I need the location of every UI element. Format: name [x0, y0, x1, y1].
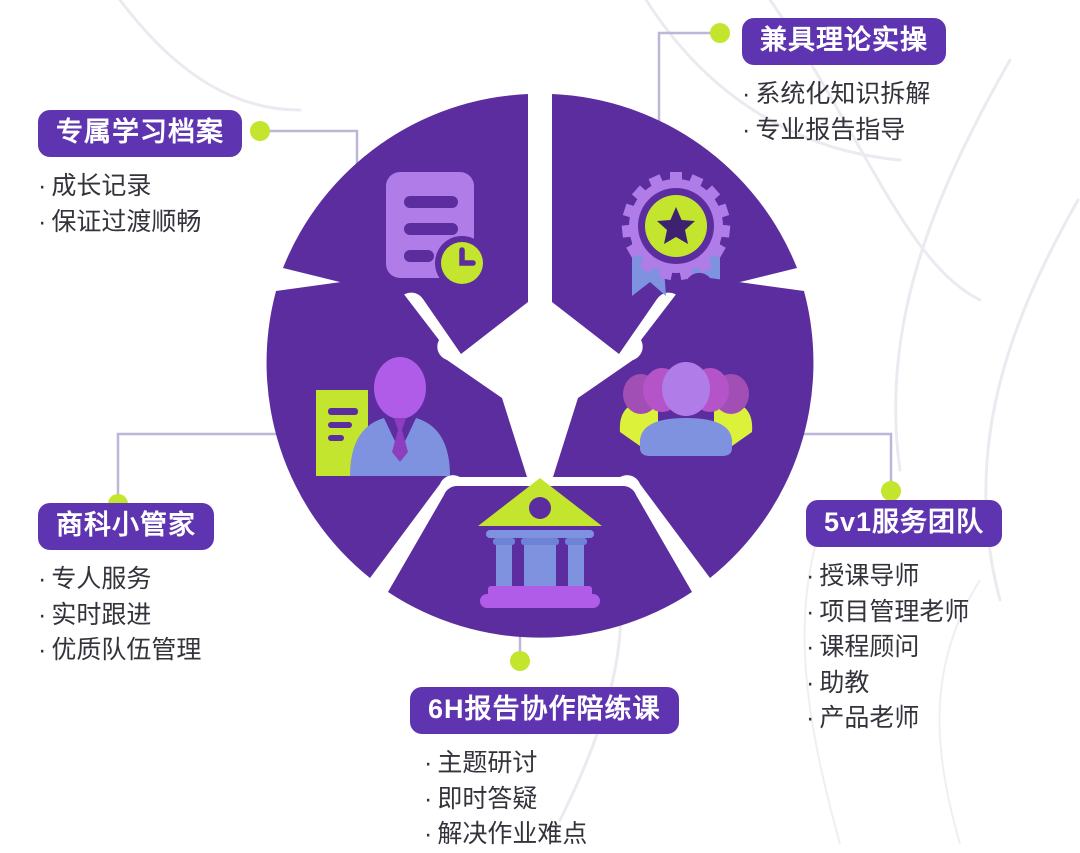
bullet-item: ·实时跟进 — [38, 598, 253, 634]
callout-right: 5v1服务团队 ·授课导师 ·项目管理老师 ·课程顾问 ·助教 ·产品老师 — [806, 500, 1003, 737]
bullet-text: 项目管理老师 — [819, 597, 970, 626]
document-clock-icon — [386, 172, 489, 290]
bullet-text: 实时跟进 — [51, 600, 152, 629]
connector-dot-right — [881, 481, 901, 501]
bullet-text: 课程顾问 — [819, 633, 920, 661]
award-badge-icon — [621, 172, 731, 296]
bullet-item: ·即时答疑 — [424, 782, 679, 818]
bullet-mark: · — [424, 820, 433, 848]
callout-bullets-right: ·授课导师 ·项目管理老师 ·课程顾问 ·助教 ·产品老师 — [806, 559, 1002, 737]
callout-bottom: 6H报告协作陪练课 ·主题研讨 ·即时答疑 ·解决作业难点 — [410, 687, 679, 853]
bullet-item: ·成长记录 — [38, 169, 253, 205]
bullet-item: ·专人服务 — [38, 562, 253, 598]
bullet-text: 成长记录 — [51, 172, 152, 200]
wheel-segment-top-left[interactable] — [283, 94, 528, 354]
bullet-item: ·优质队伍管理 — [38, 633, 253, 669]
callout-bullets-top-right: ·系统化知识拆解 ·专业报告指导 — [742, 77, 946, 148]
bullet-mark: · — [424, 749, 433, 777]
connector-dot-bottom — [510, 651, 530, 671]
bullet-mark: · — [806, 562, 815, 590]
bullet-mark: · — [742, 115, 751, 144]
bullet-text: 即时答疑 — [437, 784, 538, 813]
bullet-mark: · — [38, 172, 47, 200]
callout-top-left: 专属学习档案 ·成长记录 ·保证过渡顺畅 — [38, 110, 253, 240]
callout-bullets-bottom: ·主题研讨 ·即时答疑 ·解决作业难点 — [424, 746, 679, 853]
bullet-item: ·解决作业难点 — [424, 817, 679, 853]
bullet-text: 授课导师 — [819, 562, 920, 590]
callout-bullets-top-left: ·成长记录 ·保证过渡顺畅 — [38, 169, 253, 240]
wheel-segment-left[interactable] — [266, 272, 527, 578]
bullet-mark: · — [806, 704, 815, 732]
connector-dot-top-right — [710, 23, 730, 43]
bullet-item: ·产品老师 — [806, 701, 1002, 737]
bullet-item: ·主题研讨 — [424, 746, 679, 782]
callout-title-top-right[interactable]: 兼具理论实操 — [742, 18, 946, 65]
bullet-item: ·课程顾问 — [806, 630, 1002, 666]
bullet-item: ·系统化知识拆解 — [742, 77, 946, 113]
bullet-text: 专人服务 — [51, 565, 152, 593]
bullet-text: 系统化知识拆解 — [755, 80, 931, 108]
bullet-item: ·助教 — [806, 666, 1002, 702]
bullet-mark: · — [38, 565, 47, 593]
bullet-mark: · — [38, 600, 47, 629]
bullet-text: 保证过渡顺畅 — [51, 207, 202, 236]
bullet-mark: · — [424, 784, 433, 813]
user-group-icon — [619, 362, 753, 456]
bullet-text: 助教 — [819, 668, 870, 697]
bullet-mark: · — [38, 636, 47, 664]
wheel-segment-top-right[interactable] — [552, 94, 797, 354]
bullet-mark: · — [38, 207, 47, 236]
bullet-item: ·授课导师 — [806, 559, 1002, 595]
bullet-mark: · — [806, 597, 815, 626]
bullet-text: 解决作业难点 — [437, 820, 588, 848]
bullet-mark: · — [806, 668, 815, 697]
bullet-text: 优质队伍管理 — [51, 636, 202, 664]
callout-left: 商科小管家 ·专人服务 ·实时跟进 ·优质队伍管理 — [38, 503, 253, 669]
bullet-mark: · — [742, 80, 751, 108]
radial-wheel — [266, 94, 814, 638]
callout-title-left[interactable]: 商科小管家 — [38, 503, 214, 550]
callout-title-right[interactable]: 5v1服务团队 — [806, 500, 1003, 547]
bullet-text: 专业报告指导 — [755, 115, 906, 144]
bullet-mark: · — [806, 633, 815, 661]
callout-top-right: 兼具理论实操 ·系统化知识拆解 ·专业报告指导 — [742, 18, 946, 148]
bullet-text: 主题研讨 — [437, 749, 538, 777]
callout-bullets-left: ·专人服务 ·实时跟进 ·优质队伍管理 — [38, 562, 253, 669]
wheel-segment-right[interactable] — [553, 272, 814, 578]
bullet-item: ·专业报告指导 — [742, 113, 946, 149]
business-person-icon — [316, 357, 450, 476]
bullet-item: ·项目管理老师 — [806, 595, 1002, 631]
bullet-text: 产品老师 — [819, 704, 920, 732]
wheel-segment-bottom[interactable] — [388, 478, 692, 638]
callout-title-bottom[interactable]: 6H报告协作陪练课 — [410, 687, 679, 734]
callout-title-top-left[interactable]: 专属学习档案 — [38, 110, 242, 157]
bullet-item: ·保证过渡顺畅 — [38, 205, 253, 241]
